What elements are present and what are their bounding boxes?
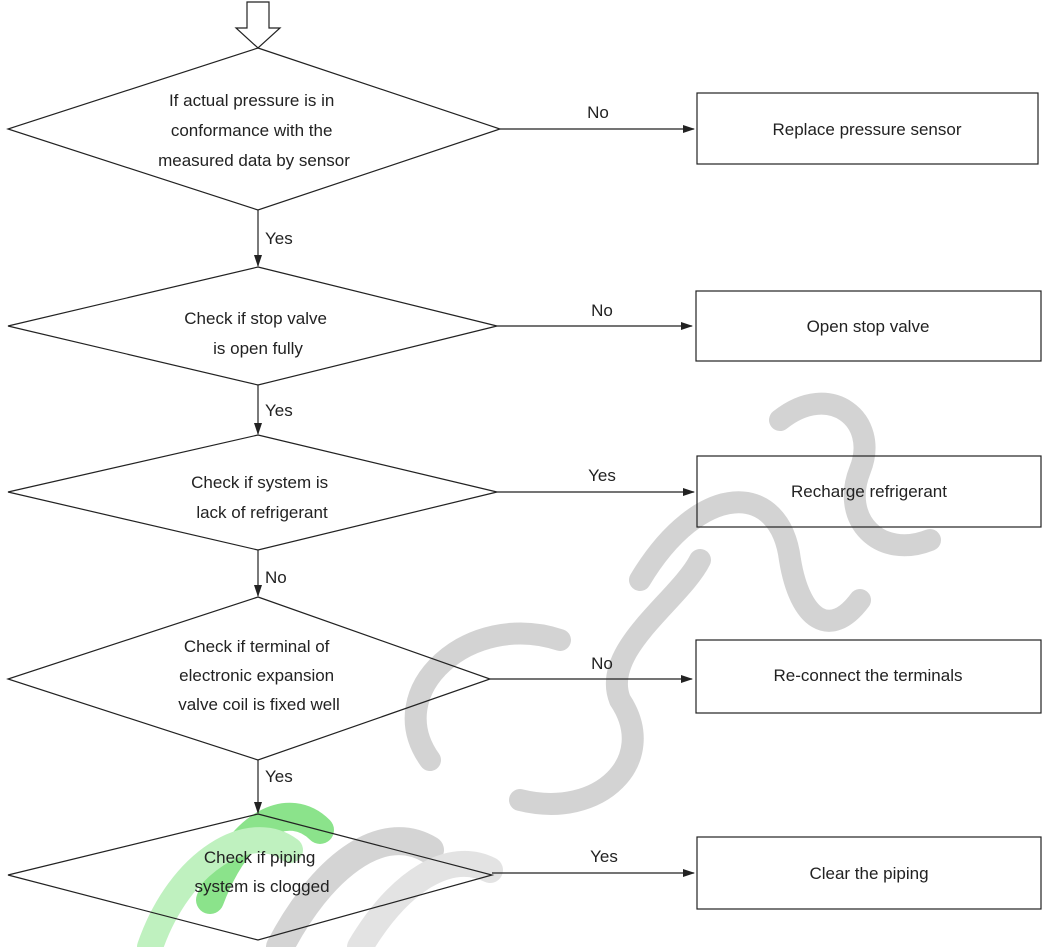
watermark-gray-arc-2 [347, 850, 503, 947]
decision-5-branch-label: Yes [590, 847, 618, 866]
decision-2-branch-label: No [591, 301, 613, 320]
decision-3-diamond [7, 434, 498, 551]
action-4-text: Re-connect the terminals [774, 666, 963, 685]
watermark-green-arc-2 [137, 827, 303, 947]
decision-2-down-label: Yes [265, 401, 293, 420]
decision-5-diamond [7, 813, 495, 941]
action-3-box [696, 455, 1042, 528]
decision-3-down-label: No [265, 568, 287, 587]
watermark-letter-s2 [769, 392, 941, 557]
decision-4-branch-label: No [591, 654, 613, 673]
action-4-box [695, 639, 1042, 714]
decision-4-down-label: Yes [265, 767, 293, 786]
decision-1-text: If actual pressure is in conformance wit… [158, 91, 350, 170]
action-2-box [695, 290, 1042, 362]
watermark-letter-e [509, 549, 711, 815]
decision-2-text: Check if stop valve is open fully [184, 309, 331, 358]
decision-1-branch-label: No [587, 103, 609, 122]
action-1-box [696, 92, 1039, 165]
entry-arrow [234, 1, 282, 49]
decision-5-text: Check if piping system is clogged [194, 848, 329, 896]
decision-3-branch-label: Yes [588, 466, 616, 485]
action-2-text: Open stop valve [807, 317, 930, 336]
decision-1-down-label: Yes [265, 229, 293, 248]
decision-3-text: Check if system is lack of refrigerant [191, 473, 333, 522]
action-1-text: Replace pressure sensor [773, 120, 962, 139]
watermark-gray-arc-1 [266, 827, 444, 947]
action-5-box [696, 836, 1042, 910]
action-5-text: Clear the piping [809, 864, 928, 883]
watermark-letter-n [629, 491, 871, 632]
decision-4-text: Check if terminal of electronic expansio… [178, 637, 340, 714]
watermark-green-arc-1 [196, 802, 334, 914]
action-3-text: Recharge refrigerant [791, 482, 947, 501]
